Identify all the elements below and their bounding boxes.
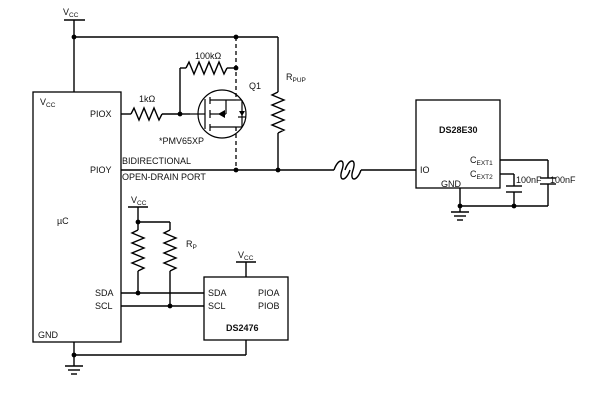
drain-junction-dot — [233, 167, 239, 173]
ds28e30-io-label: IO — [420, 165, 430, 175]
vcc-junction-dot — [71, 34, 77, 40]
ds2476-scl-label: SCL — [208, 301, 226, 311]
mosfet-body-arrow — [218, 110, 225, 118]
resistor-1k — [130, 106, 163, 122]
vcc-top-label: VCC — [63, 7, 79, 19]
ds28e30-ground-symbol — [451, 211, 469, 221]
mosfet-ref-label: Q1 — [249, 81, 261, 91]
rpup-junction-dot — [275, 167, 281, 173]
bus-label-line2: OPEN-DRAIN PORT — [122, 172, 206, 182]
resistor-100k-label: 100kΩ — [195, 51, 222, 61]
ds2476-name-label: DS2476 — [226, 323, 259, 333]
vcc-rp-label: VCC — [131, 195, 147, 207]
mcu-ground-symbol — [65, 365, 83, 375]
resistor-rp-label: RP — [186, 239, 197, 251]
ds2476-sda-label: SDA — [208, 288, 227, 298]
resistor-100k — [185, 60, 228, 76]
cap1-label: 100nF — [516, 175, 542, 185]
ds2476-piob-label: PIOB — [258, 301, 280, 311]
cap2-label: 100nF — [550, 175, 576, 185]
wire-break-2 — [344, 160, 362, 180]
sda-junction-dot — [135, 290, 141, 296]
resistor-1k-label: 1kΩ — [139, 94, 156, 104]
wire-break-1 — [333, 160, 351, 180]
ds28e30-name-label: DS28E30 — [439, 125, 478, 135]
mcu-pioy-label: PIOY — [90, 165, 112, 175]
resistor-rpup — [270, 91, 286, 134]
resistor-rpup-label: RPUP — [286, 72, 306, 84]
ds28e30-block — [415, 99, 501, 189]
bus-label-line1: BIDIRECTIONAL — [122, 156, 191, 166]
ds2476-block — [203, 276, 289, 341]
mcu-sda-label: SDA — [95, 288, 114, 298]
mcu-gnd-junction-dot — [71, 352, 77, 358]
ds2476-pioa-label: PIOA — [258, 288, 280, 298]
mcu-vcc-pin-label: VCC — [40, 97, 56, 109]
mcu-scl-label: SCL — [95, 301, 113, 311]
mcu-piox-label: PIOX — [90, 109, 112, 119]
vcc-ds2476-label: VCC — [238, 250, 254, 262]
ds28e30-cext2-label: CEXT2 — [470, 169, 493, 181]
ds28e30-cext1-label: CEXT1 — [470, 155, 493, 167]
resistor-rp-sda — [130, 229, 146, 272]
mcu-gnd-label: GND — [38, 330, 59, 340]
mcu-name-label: µC — [57, 216, 69, 226]
scl-junction-dot — [167, 303, 173, 309]
resistor-rp-scl — [162, 229, 178, 272]
mcu-block — [32, 91, 122, 343]
mosfet-part-label: *PMV65XP — [159, 136, 204, 146]
ds28e30-gnd-label: GND — [441, 179, 462, 189]
